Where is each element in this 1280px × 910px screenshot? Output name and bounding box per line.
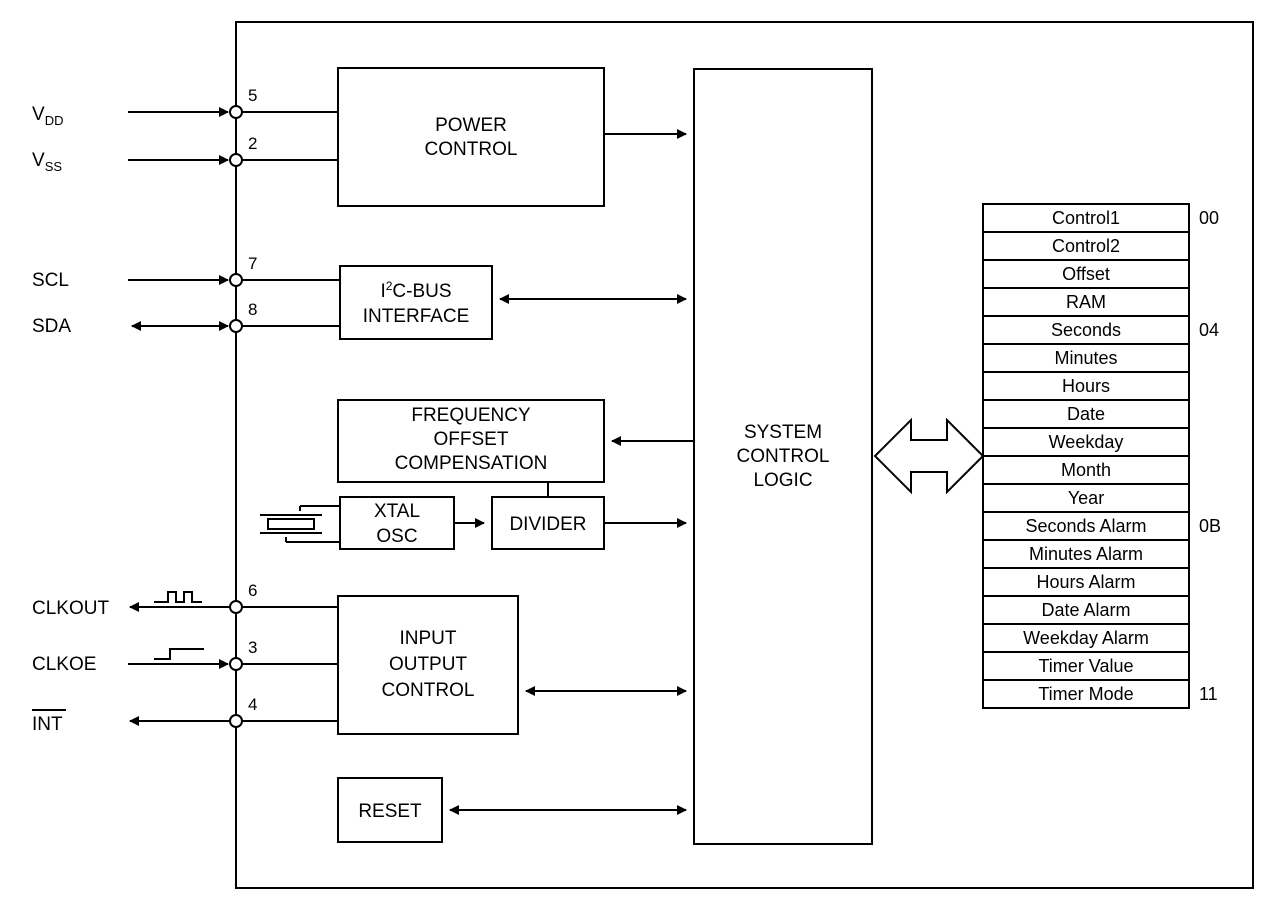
svg-text:COMPENSATION: COMPENSATION — [395, 453, 548, 474]
register-name: Year — [1068, 488, 1104, 508]
chip-outline — [235, 21, 1254, 889]
register-name: Seconds — [1051, 320, 1121, 340]
register-name: Offset — [1062, 264, 1110, 284]
svg-text:OFFSET: OFFSET — [434, 429, 509, 450]
register-row: Year — [982, 483, 1190, 513]
svg-text:POWER: POWER — [435, 115, 507, 136]
svg-text:OSC: OSC — [376, 526, 417, 547]
svg-text:OUTPUT: OUTPUT — [389, 654, 468, 675]
register-row: Date — [982, 399, 1190, 429]
svg-text:4: 4 — [248, 695, 257, 714]
register-name: Hours — [1062, 376, 1110, 396]
input-output-control-block: INPUT OUTPUT CONTROL — [337, 595, 519, 735]
svg-text:INPUT: INPUT — [400, 628, 457, 649]
register-address: 04 — [1199, 320, 1219, 340]
svg-text:VDD: VDD — [32, 104, 63, 128]
register-row: Month — [982, 455, 1190, 485]
svg-text:LOGIC: LOGIC — [753, 470, 812, 491]
step-signal-icon — [154, 648, 204, 660]
svg-text:CONTROL: CONTROL — [737, 446, 830, 467]
pin-int: INT 4 — [32, 695, 338, 735]
xtal-osc-block: XTAL OSC — [339, 496, 455, 550]
register-name: Minutes — [1054, 348, 1117, 368]
power-control-block: POWER CONTROL — [337, 67, 605, 207]
register-address: 11 — [1199, 684, 1218, 704]
svg-text:XTAL: XTAL — [374, 501, 420, 522]
svg-text:6: 6 — [248, 581, 257, 600]
pin-clkoe: CLKOE 3 — [32, 638, 338, 675]
register-row: Offset — [982, 259, 1190, 289]
crystal-icon — [260, 505, 340, 543]
svg-text:FREQUENCY: FREQUENCY — [411, 405, 531, 426]
register-name: RAM — [1066, 292, 1106, 312]
svg-text:INT: INT — [32, 714, 63, 735]
register-name: Minutes Alarm — [1029, 544, 1143, 564]
svg-text:5: 5 — [248, 86, 257, 105]
pin-vdd: VDD 5 — [32, 86, 338, 128]
register-row: Date Alarm — [982, 595, 1190, 625]
register-name: Hours Alarm — [1036, 572, 1135, 592]
register-row: Weekday Alarm — [982, 623, 1190, 653]
svg-text:CLKOE: CLKOE — [32, 654, 96, 675]
register-row: Weekday — [982, 427, 1190, 457]
svg-text:CLKOUT: CLKOUT — [32, 598, 109, 619]
pulse-train-icon — [154, 591, 202, 603]
frequency-offset-compensation-block: FREQUENCY OFFSET COMPENSATION — [337, 399, 605, 483]
register-name: Weekday Alarm — [1023, 628, 1149, 648]
svg-text:CONTROL: CONTROL — [425, 139, 518, 160]
svg-text:INTERFACE: INTERFACE — [363, 306, 470, 327]
register-name: Date Alarm — [1041, 600, 1130, 620]
register-name: Month — [1061, 460, 1111, 480]
divider-block: DIVIDER — [491, 496, 605, 550]
svg-text:VSS: VSS — [32, 150, 62, 174]
register-name: Timer Value — [1038, 656, 1133, 676]
register-row: Control1 00 — [982, 203, 1219, 233]
svg-text:DIVIDER: DIVIDER — [509, 514, 586, 535]
register-name: Control1 — [1052, 208, 1120, 228]
register-name: Weekday — [1049, 432, 1124, 452]
pin-sda: SDA 8 — [32, 300, 340, 337]
register-row: Seconds Alarm 0B — [982, 511, 1221, 541]
register-row: Timer Value — [982, 651, 1190, 681]
register-row: Minutes — [982, 343, 1190, 373]
svg-text:SCL: SCL — [32, 270, 69, 291]
svg-text:I2C-BUS: I2C-BUS — [380, 279, 451, 302]
register-name: Timer Mode — [1038, 684, 1133, 704]
register-bus-double-arrow — [873, 417, 985, 495]
svg-text:2: 2 — [248, 134, 257, 153]
register-address: 0B — [1199, 516, 1221, 536]
svg-text:7: 7 — [248, 254, 257, 273]
svg-text:8: 8 — [248, 300, 257, 319]
i2c-bus-interface-block: I2C-BUS INTERFACE — [339, 265, 493, 340]
svg-text:SDA: SDA — [32, 316, 71, 337]
register-row: Timer Mode 11 — [982, 679, 1218, 709]
register-row: Minutes Alarm — [982, 539, 1190, 569]
register-row: Seconds 04 — [982, 315, 1219, 345]
svg-text:RESET: RESET — [358, 801, 422, 822]
register-name: Seconds Alarm — [1025, 516, 1146, 536]
register-row: RAM — [982, 287, 1190, 317]
system-control-logic-block: SYSTEM CONTROL LOGIC — [693, 68, 873, 845]
register-row: Hours — [982, 371, 1190, 401]
svg-text:SYSTEM: SYSTEM — [744, 422, 822, 443]
register-name: Date — [1067, 404, 1105, 424]
svg-text:CONTROL: CONTROL — [382, 680, 475, 701]
register-address: 00 — [1199, 208, 1219, 228]
pin-scl: SCL 7 — [32, 254, 340, 291]
register-row: Hours Alarm — [982, 567, 1190, 597]
register-row: Control2 — [982, 231, 1190, 261]
pin-vss: VSS 2 — [32, 134, 338, 174]
register-name: Control2 — [1052, 236, 1120, 256]
pin-clkout: CLKOUT 6 — [32, 581, 338, 619]
svg-text:3: 3 — [248, 638, 257, 657]
reset-block: RESET — [337, 777, 443, 843]
